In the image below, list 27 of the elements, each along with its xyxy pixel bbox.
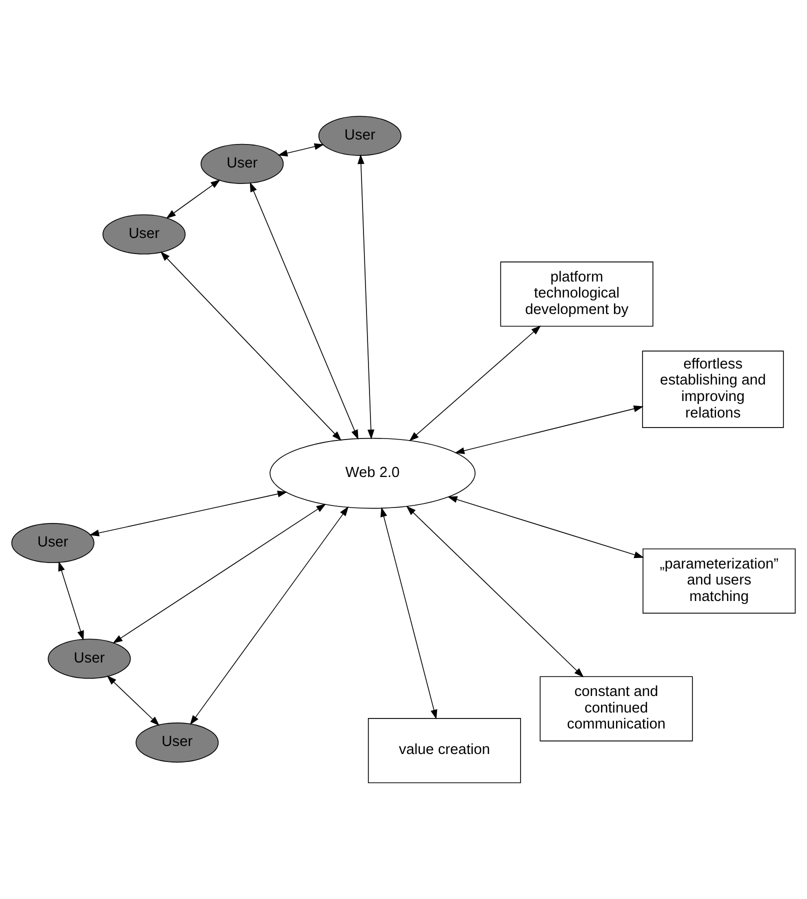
- arrow: [166, 179, 220, 219]
- arrow: [278, 143, 324, 156]
- arrow: [409, 326, 541, 442]
- node-ellipse: User: [318, 116, 402, 156]
- node-box: constant and continued communication: [540, 676, 693, 742]
- node-box: value creation: [368, 718, 521, 784]
- node-box: „parameterization” and users matching: [642, 548, 796, 614]
- arrow: [380, 507, 438, 720]
- node-ellipse: User: [48, 638, 131, 679]
- node-ellipse: Web 2.0: [270, 438, 476, 509]
- arrow: [454, 405, 644, 454]
- arrow: [190, 506, 349, 726]
- arrow: [58, 561, 84, 641]
- arrow: [358, 154, 374, 440]
- node-box: effortless establishing and improving relations: [642, 350, 784, 428]
- arrow: [406, 506, 584, 678]
- arrow: [106, 675, 160, 726]
- arrow: [447, 496, 644, 558]
- node-box: platform technological development by: [500, 262, 654, 327]
- node-ellipse: User: [102, 214, 186, 254]
- arrow: [89, 490, 288, 536]
- arrow: [250, 182, 358, 440]
- node-ellipse: User: [136, 722, 219, 763]
- node-ellipse: User: [11, 523, 94, 564]
- arrow: [112, 504, 326, 644]
- arrow: [160, 251, 342, 441]
- node-ellipse: User: [200, 144, 284, 184]
